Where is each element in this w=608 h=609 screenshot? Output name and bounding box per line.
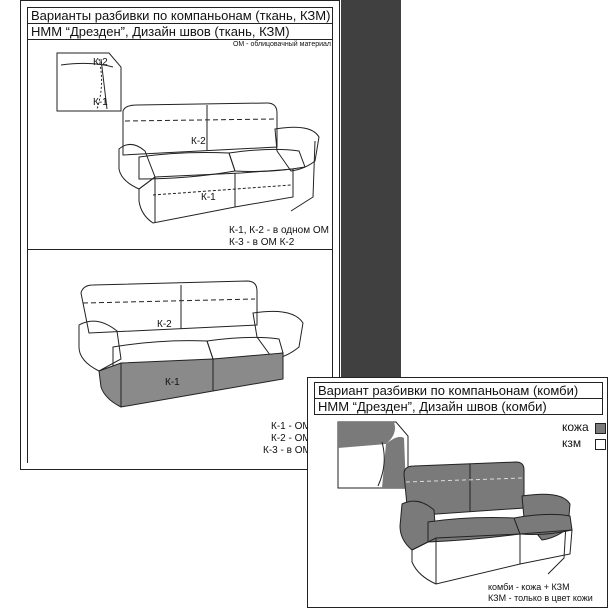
frame-left-border xyxy=(27,40,28,463)
detail-label-k1: К-1 xyxy=(93,97,108,108)
legend-top-2: К-3 - в ОМ К-2 xyxy=(229,237,295,248)
label-k2-top: К-2 xyxy=(191,136,206,147)
legend-bottom-1: К-1 - ОМ xyxy=(271,421,311,432)
leather-swatch xyxy=(595,423,606,434)
sofa-diagram-combi xyxy=(337,421,573,585)
legend-leather-label: кожа xyxy=(562,420,589,434)
combi-note-1: комби - кожа + КЗМ xyxy=(488,582,570,592)
combi-seam-detail-inset xyxy=(337,421,409,489)
sofa-diagram-top: К-2 К-1 К-2 К-1 xyxy=(56,52,320,224)
sofa-diagram-bottom: К-2 К-1 xyxy=(78,280,304,408)
combi-sheet-subtitle: НММ “Дрезден”, Дизайн швов (комби) xyxy=(314,398,603,415)
seam-detail-inset: К-2 К-1 xyxy=(56,52,122,112)
legend-bottom-3: К-3 - в ОМ xyxy=(263,445,311,456)
om-footnote: ОМ - облицовачный материал xyxy=(232,41,331,48)
frame-right-border xyxy=(332,40,333,463)
detail-label-k2: К-2 xyxy=(93,57,108,68)
legend-bottom-2: К-2 - ОМ xyxy=(271,433,311,444)
kzm-swatch xyxy=(595,439,606,450)
legend-kzm-label: кзм xyxy=(562,436,582,450)
section-divider xyxy=(27,249,333,250)
label-k1-top: К-1 xyxy=(201,192,216,203)
legend-top-1: К-1, К-2 - в одном ОМ xyxy=(229,225,329,236)
combi-note-2: КЗМ - только в цвет кожи xyxy=(488,593,593,603)
background-dark-panel xyxy=(341,0,401,382)
sheet-subtitle: НММ “Дрезден”, Дизайн швов (ткань, КЗМ) xyxy=(27,23,333,40)
combi-variant-sheet: Вариант разбивки по компаньонам (комби) … xyxy=(307,377,608,608)
fabric-variants-sheet: Варианты разбивки по компаньонам (ткань,… xyxy=(20,0,340,470)
label-k2-bottom: К-2 xyxy=(157,319,172,330)
label-k1-bottom: К-1 xyxy=(165,377,180,388)
